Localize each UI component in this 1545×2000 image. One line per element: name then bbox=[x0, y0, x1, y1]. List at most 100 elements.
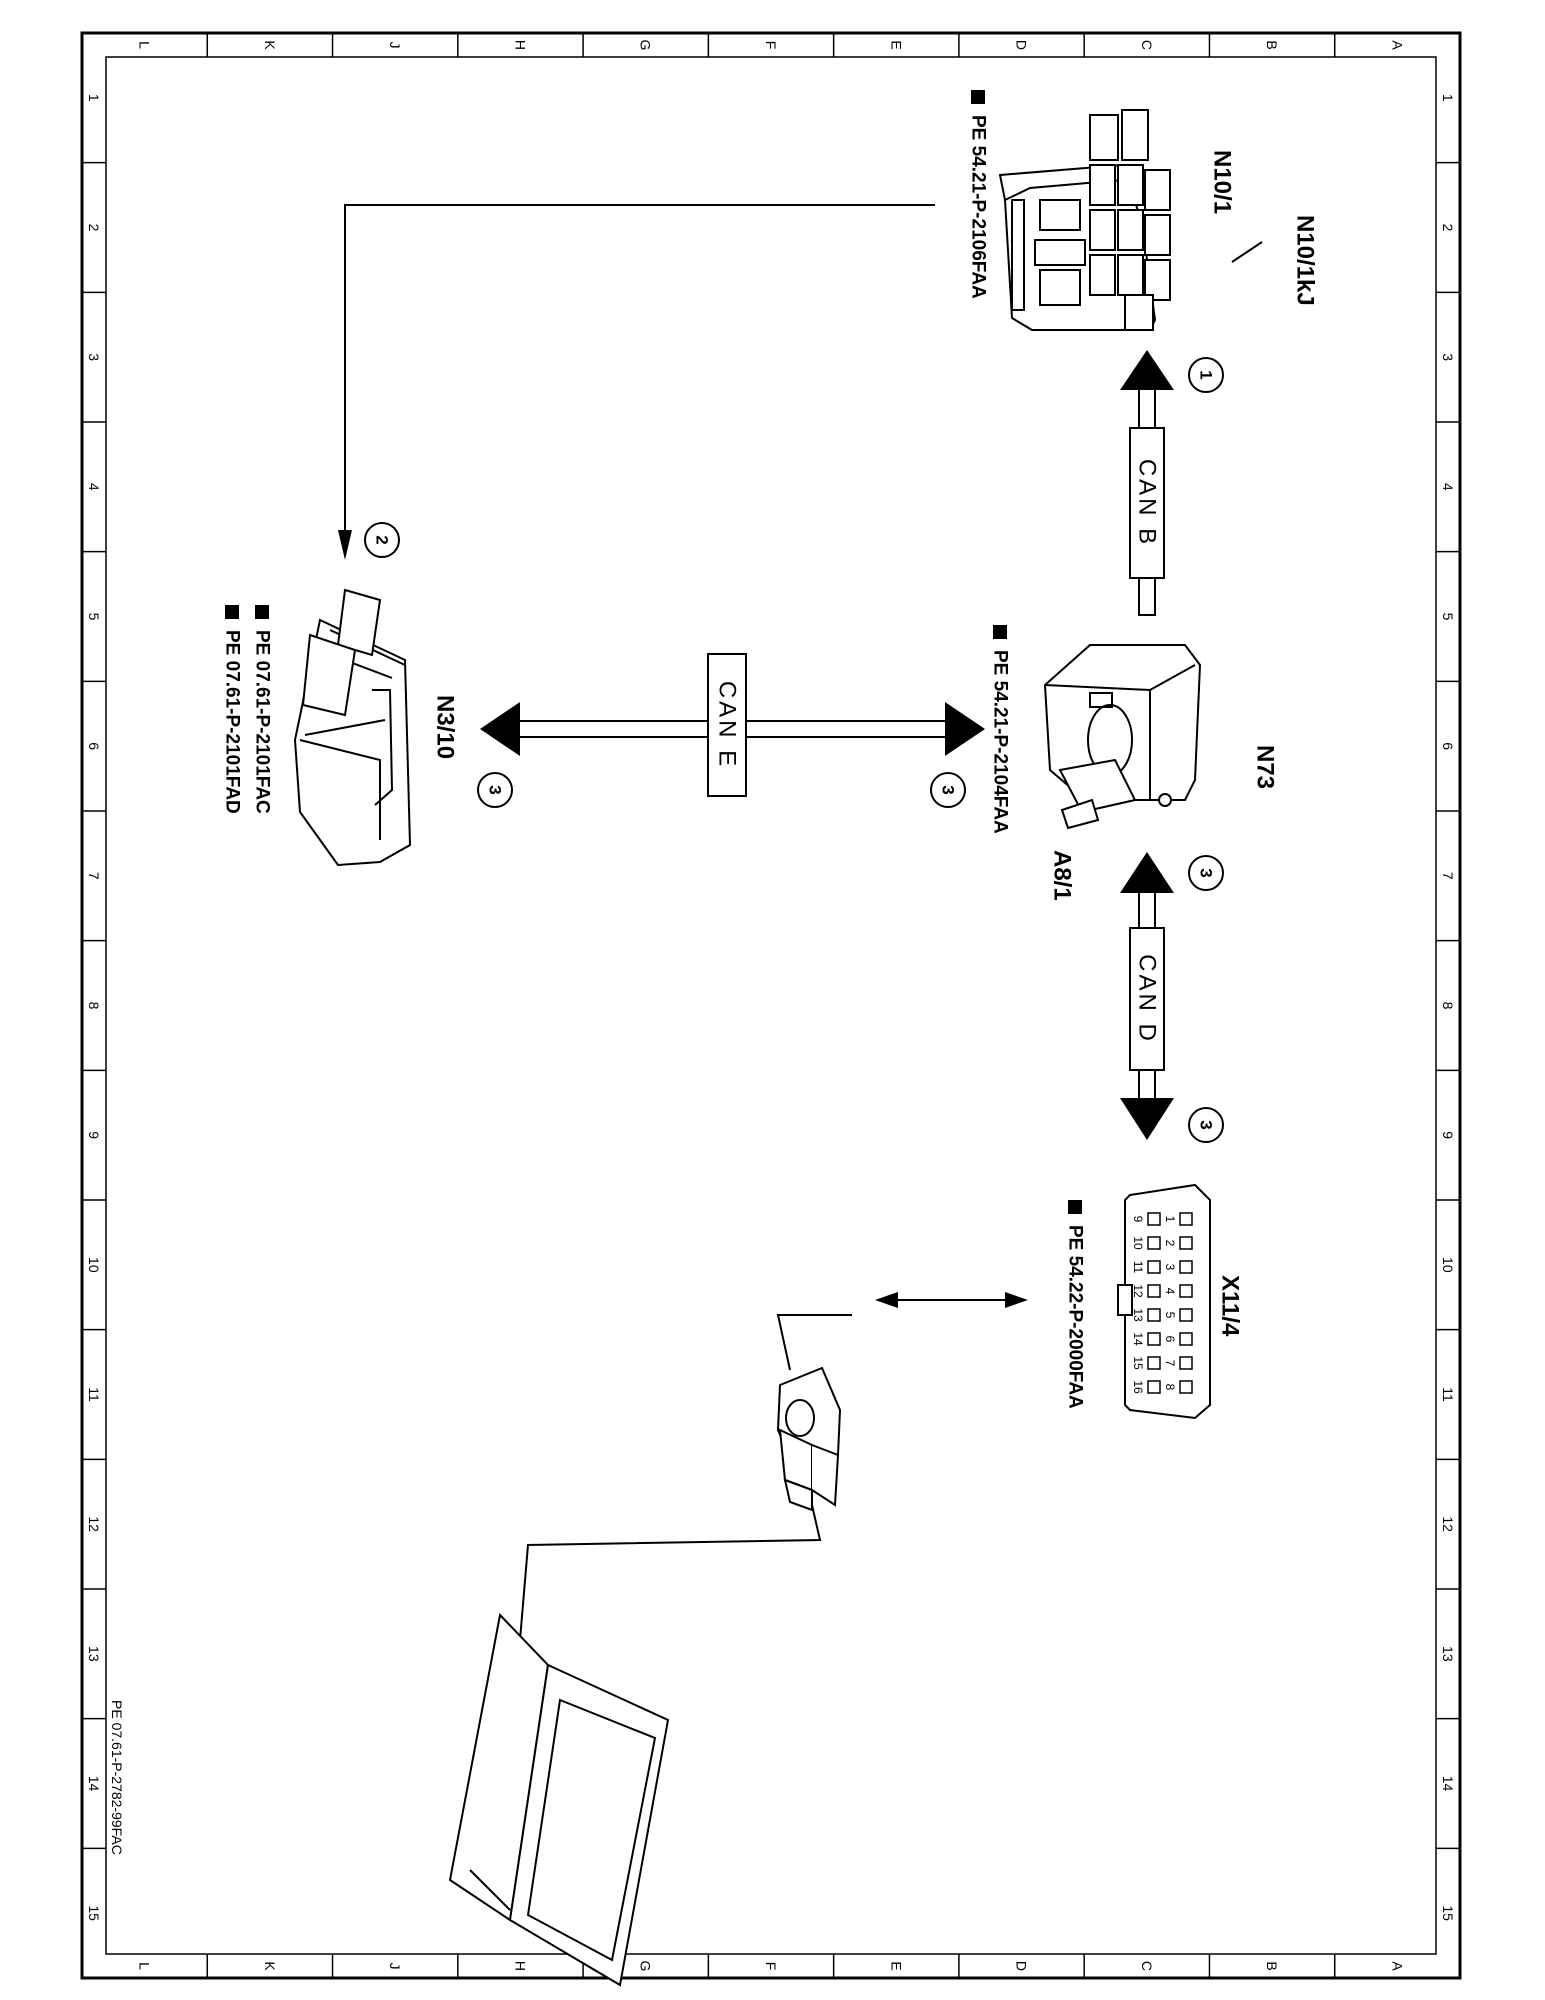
grid-row-label: 1 bbox=[86, 94, 102, 102]
grid-row-label: 7 bbox=[86, 872, 102, 880]
inner-frame bbox=[105, 56, 1437, 1955]
grid-row-label: 3 bbox=[86, 353, 102, 361]
reference-n3-10-b: PE 07.61-P-2101FAD bbox=[222, 630, 243, 814]
grid-column-label: C bbox=[1139, 40, 1155, 50]
obd-pin bbox=[1147, 1212, 1161, 1226]
grid-row-label: 13 bbox=[1440, 1646, 1456, 1662]
grid-row-label: 15 bbox=[1440, 1905, 1456, 1921]
outer-frame bbox=[80, 31, 1462, 1980]
grid-row-label: 2 bbox=[1440, 224, 1456, 232]
grid-row-label: 13 bbox=[86, 1646, 102, 1662]
grid-row-label: 7 bbox=[1440, 872, 1456, 880]
adapter-cable bbox=[776, 1314, 852, 1371]
grid-row-label: 9 bbox=[86, 1131, 102, 1139]
label-n10-1kj: N10/1kJ bbox=[1292, 215, 1319, 306]
marker-number: 3 bbox=[939, 785, 958, 794]
grid-row-label: 14 bbox=[1440, 1776, 1456, 1792]
obd-pin-number: 6 bbox=[1163, 1336, 1177, 1343]
obd-pin-number: 7 bbox=[1163, 1360, 1177, 1367]
obd-pin-number: 8 bbox=[1163, 1384, 1177, 1391]
grid-column-label: H bbox=[512, 1961, 528, 1971]
can-b-bus bbox=[1120, 350, 1174, 616]
grid-row-label: 12 bbox=[86, 1516, 102, 1532]
fuse-relay-module-icon bbox=[998, 109, 1171, 331]
n10-to-ecm-arrowhead bbox=[338, 530, 352, 560]
grid-row-label: 6 bbox=[1440, 742, 1456, 750]
obd-adapter-double-arrow bbox=[875, 1292, 1028, 1308]
grid-column-label: E bbox=[888, 1961, 904, 1970]
grid-column-label: F bbox=[763, 41, 779, 50]
grid-row-label: 9 bbox=[1440, 1131, 1456, 1139]
ignition-switch-icon bbox=[1043, 644, 1202, 830]
reference-n10: PE 54.21-P-2106FAA bbox=[968, 115, 989, 299]
reference-icon bbox=[971, 90, 985, 104]
marker-number: 3 bbox=[486, 785, 505, 794]
obd-pin bbox=[1147, 1260, 1161, 1274]
reference-x11-4: PE 54.22-P-2000FAA bbox=[1065, 1225, 1086, 1409]
grid-column-label: J bbox=[387, 42, 403, 49]
obd-pin-number: 3 bbox=[1163, 1264, 1177, 1271]
obd-pin bbox=[1147, 1356, 1161, 1370]
grid-column-label: G bbox=[638, 40, 654, 51]
obd-pin-number: 15 bbox=[1131, 1356, 1145, 1370]
laptop-cable bbox=[519, 1504, 822, 1641]
obd-pin bbox=[1179, 1308, 1193, 1322]
obd-pin bbox=[1147, 1332, 1161, 1346]
grid-column-label: L bbox=[137, 41, 153, 49]
obd-pin bbox=[1147, 1236, 1161, 1250]
n10-to-ecm-line bbox=[344, 204, 935, 545]
grid-row-label: 8 bbox=[1440, 1002, 1456, 1010]
grid-row-label: 15 bbox=[86, 1905, 102, 1921]
n10-leader-line bbox=[1231, 241, 1263, 263]
grid-column-label: J bbox=[387, 1963, 403, 1970]
grid-row-label: 1 bbox=[1440, 94, 1456, 102]
reference-icon bbox=[1068, 1200, 1082, 1214]
grid-column-label: A bbox=[1389, 40, 1405, 50]
obd-pin-number: 2 bbox=[1163, 1240, 1177, 1247]
grid-row-label: 5 bbox=[86, 613, 102, 621]
grid-column-label: L bbox=[137, 1962, 153, 1970]
can-e-bus bbox=[480, 653, 985, 797]
obd-pin bbox=[1179, 1212, 1193, 1226]
grid-row-label: 4 bbox=[1440, 483, 1456, 491]
can-d-bus bbox=[1120, 852, 1174, 1140]
obd-pin bbox=[1147, 1380, 1161, 1394]
obd-pin bbox=[1179, 1380, 1193, 1394]
marker-number: 1 bbox=[1197, 370, 1216, 379]
grid-row-label: 11 bbox=[1440, 1387, 1456, 1402]
obd-pin bbox=[1179, 1356, 1193, 1370]
obd-pin-number: 5 bbox=[1163, 1312, 1177, 1319]
grid-column-label: D bbox=[1014, 1961, 1030, 1971]
reference-icon bbox=[225, 605, 239, 619]
can-d-label: CAN D bbox=[1134, 954, 1161, 1044]
grid-row-label: 5 bbox=[1440, 613, 1456, 621]
obd-pin bbox=[1147, 1284, 1161, 1298]
label-n10-1: N10/1 bbox=[1209, 150, 1236, 214]
obd-pin bbox=[1179, 1236, 1193, 1250]
marker-number: 3 bbox=[1197, 1120, 1216, 1129]
grid-row-label: 10 bbox=[86, 1257, 102, 1273]
diagnostic-adapter-icon bbox=[776, 1366, 842, 1512]
reference-icon bbox=[255, 605, 269, 619]
marker-number: 2 bbox=[373, 535, 392, 544]
obd-pin bbox=[1147, 1308, 1161, 1322]
grid-column-label: C bbox=[1139, 1961, 1155, 1971]
label-n73: N73 bbox=[1252, 745, 1279, 789]
grid-column-label: K bbox=[262, 40, 278, 50]
reference-n3-10-a: PE 07.61-P-2101FAC bbox=[252, 630, 273, 814]
reference-icon bbox=[993, 625, 1007, 639]
engine-control-module-icon bbox=[293, 588, 412, 867]
grid-row-label: 3 bbox=[1440, 353, 1456, 361]
grid-column-label: K bbox=[262, 1961, 278, 1971]
grid-column-label: G bbox=[638, 1961, 654, 1972]
obd-pin-number: 4 bbox=[1163, 1288, 1177, 1295]
obd-pin-number: 16 bbox=[1131, 1380, 1145, 1394]
can-e-label: CAN E bbox=[714, 681, 741, 769]
grid-column-label: A bbox=[1389, 1961, 1405, 1971]
grid-row-label: 8 bbox=[86, 1002, 102, 1010]
grid-row-label: 14 bbox=[86, 1776, 102, 1792]
laptop-icon bbox=[448, 1612, 670, 1987]
obd-pin-number: 11 bbox=[1131, 1261, 1145, 1274]
marker-circles bbox=[364, 357, 1224, 1143]
